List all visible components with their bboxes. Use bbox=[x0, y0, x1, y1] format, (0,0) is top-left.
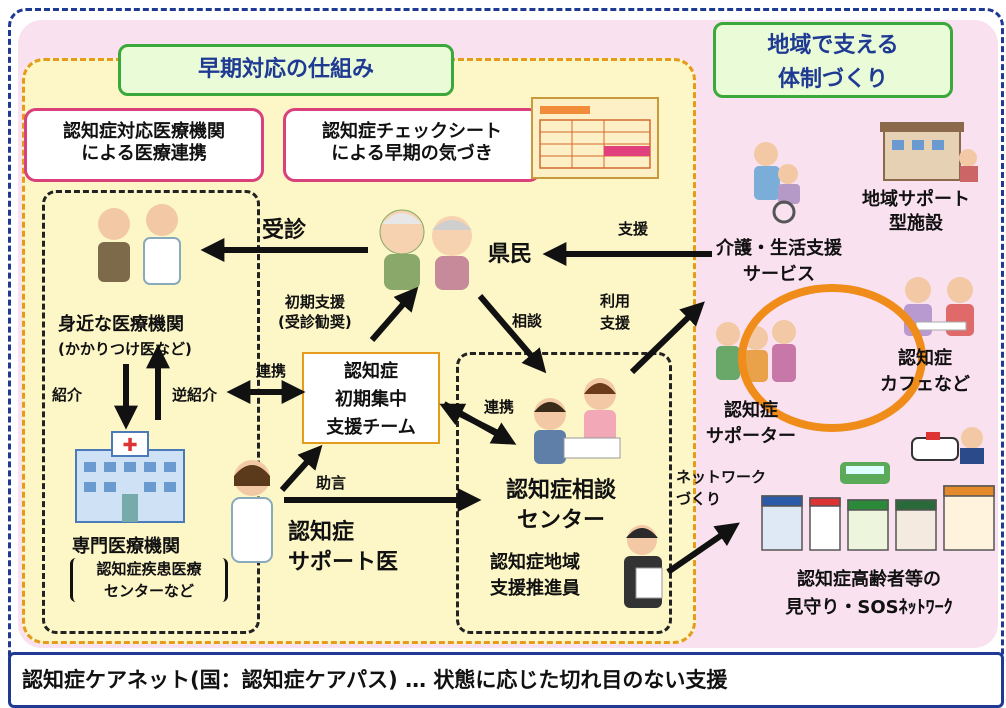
police-icon bbox=[911, 427, 984, 464]
facility-icon bbox=[880, 122, 978, 182]
hospital-icon: ✚ bbox=[75, 431, 185, 523]
doctor-patient-icon bbox=[98, 204, 181, 285]
arrow-use-support bbox=[629, 301, 705, 375]
label-reverse-referral: 逆紹介 bbox=[172, 386, 218, 404]
label-support: 支援 bbox=[618, 220, 649, 238]
staff-icon bbox=[624, 525, 663, 608]
female-doctor-icon bbox=[231, 460, 273, 563]
cafe-label: 認知症 カフェなど bbox=[880, 348, 970, 395]
label-initial-support: 初期支援 (受診勧奨) bbox=[278, 293, 352, 331]
medical-group-box bbox=[42, 190, 260, 634]
counselor-icon bbox=[534, 378, 621, 464]
arrow-network bbox=[666, 522, 740, 575]
community-tab: 地域で支える 体制づくり bbox=[713, 22, 953, 98]
label-use-support: 利用 支援 bbox=[600, 292, 631, 332]
label-network-making: ネットワーク づくり bbox=[676, 468, 767, 508]
arrow-link-team-center bbox=[439, 403, 506, 439]
consult-center-label: 認知症相談 センター bbox=[505, 478, 616, 533]
support-doctor-label: 認知症 サポート医 bbox=[288, 520, 399, 575]
residents-label: 県民 bbox=[488, 242, 533, 267]
footer-bar bbox=[8, 652, 1004, 708]
wheelchair-care-icon bbox=[754, 142, 800, 224]
label-link-right: 連携 bbox=[484, 398, 515, 416]
elderly-couple-icon bbox=[379, 209, 472, 290]
specialist-sub-label: 認知症疾患医療 センターなど bbox=[70, 558, 228, 602]
supporter-label: 認知症 サポーター bbox=[706, 400, 796, 447]
local-clinic-sub-label: (かかりつけ医など) bbox=[58, 340, 192, 358]
initial-support-team-box: 認知症 初期集中 支援チーム bbox=[302, 352, 440, 444]
specialist-label: 専門医療機関 bbox=[72, 536, 180, 557]
care-service-label: 介護・生活支援 サービス bbox=[716, 238, 842, 285]
footer-text: 認知症ケアネット(国：認知症ケアパス) … 状態に応じた切れ目のない支援 bbox=[22, 668, 728, 692]
label-referral: 紹介 bbox=[52, 386, 83, 404]
shops-icon bbox=[761, 485, 995, 551]
community-ring bbox=[738, 284, 926, 432]
watch-network-label: 認知症高齢者等の 見守り・SOSﾈｯﾄﾜｰｸ bbox=[785, 569, 953, 618]
arrow-consult bbox=[477, 294, 547, 374]
promoter-label: 認知症地域 支援推進員 bbox=[490, 552, 580, 599]
center-group-box bbox=[456, 352, 672, 634]
regional-facility-label: 地域サポート 型施設 bbox=[862, 189, 970, 234]
early-response-tab: 早期対応の仕組み bbox=[118, 44, 454, 96]
checksheet-icon bbox=[531, 97, 659, 179]
supporter-family-icon bbox=[716, 320, 796, 382]
bus-icon bbox=[840, 462, 890, 484]
label-link-left: 連携 bbox=[256, 362, 287, 380]
local-clinic-label: 身近な医療機関 bbox=[58, 314, 184, 335]
arrow-initial-support bbox=[369, 286, 419, 342]
label-advice: 助言 bbox=[316, 474, 347, 492]
arrow-advice-team bbox=[279, 444, 323, 493]
medical-coop-box: 認知症対応医療機関 による医療連携 bbox=[24, 108, 264, 182]
label-consult: 相談 bbox=[512, 312, 543, 330]
svg-text:✚: ✚ bbox=[122, 435, 137, 456]
checksheet-box: 認知症チェックシート による早期の気づき bbox=[283, 108, 541, 182]
label-visit: 受診 bbox=[262, 218, 307, 243]
